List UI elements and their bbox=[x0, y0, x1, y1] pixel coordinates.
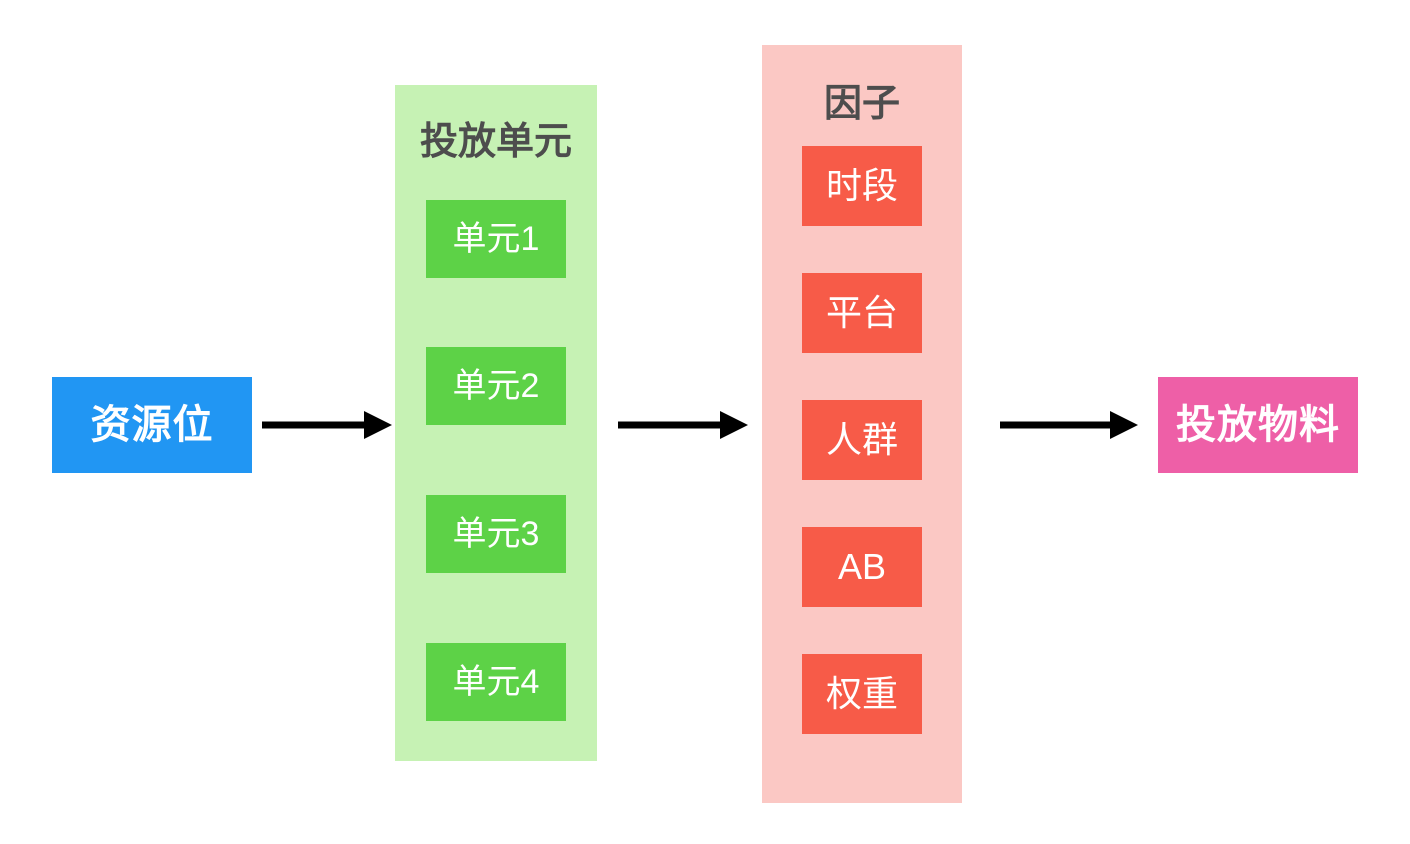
unit-chip[interactable]: 单元4 bbox=[426, 643, 566, 721]
unit-chip[interactable]: 单元2 bbox=[426, 347, 566, 425]
unit-group-title: 投放单元 bbox=[419, 121, 572, 163]
factor-group-container: 因子 时段 平台 人群 AB 权重 bbox=[762, 45, 962, 803]
unit-chip-label: 单元3 bbox=[452, 515, 540, 553]
unit-chip[interactable]: 单元1 bbox=[426, 200, 566, 278]
factor-chip-label: AB bbox=[837, 546, 887, 587]
resource-slot-box[interactable]: 资源位 bbox=[52, 377, 252, 473]
unit-chip-label: 单元4 bbox=[452, 663, 540, 701]
delivery-material-box[interactable]: 投放物料 bbox=[1158, 377, 1358, 473]
arrow-unit-to-factor-icon bbox=[616, 405, 748, 445]
factor-chip[interactable]: AB bbox=[802, 527, 922, 607]
factor-chip-label: 权重 bbox=[825, 673, 898, 714]
unit-chip-label: 单元1 bbox=[452, 220, 540, 258]
factor-chip-label: 平台 bbox=[825, 292, 898, 333]
arrow-factor-to-material-icon bbox=[998, 405, 1138, 445]
factor-chip[interactable]: 人群 bbox=[802, 400, 922, 480]
factor-group-title: 因子 bbox=[823, 83, 900, 125]
unit-chip[interactable]: 单元3 bbox=[426, 495, 566, 573]
factor-chip[interactable]: 权重 bbox=[802, 654, 922, 734]
factor-chip-label: 人群 bbox=[825, 419, 898, 460]
unit-chip-label: 单元2 bbox=[452, 367, 540, 405]
arrow-source-to-unit-icon bbox=[260, 405, 392, 445]
resource-slot-label: 资源位 bbox=[90, 403, 214, 447]
factor-chip[interactable]: 时段 bbox=[802, 146, 922, 226]
delivery-material-label: 投放物料 bbox=[1176, 403, 1340, 447]
factor-chip-label: 时段 bbox=[825, 165, 898, 206]
unit-group-container: 投放单元 单元1 单元2 单元3 单元4 bbox=[395, 85, 597, 761]
factor-chip[interactable]: 平台 bbox=[802, 273, 922, 353]
